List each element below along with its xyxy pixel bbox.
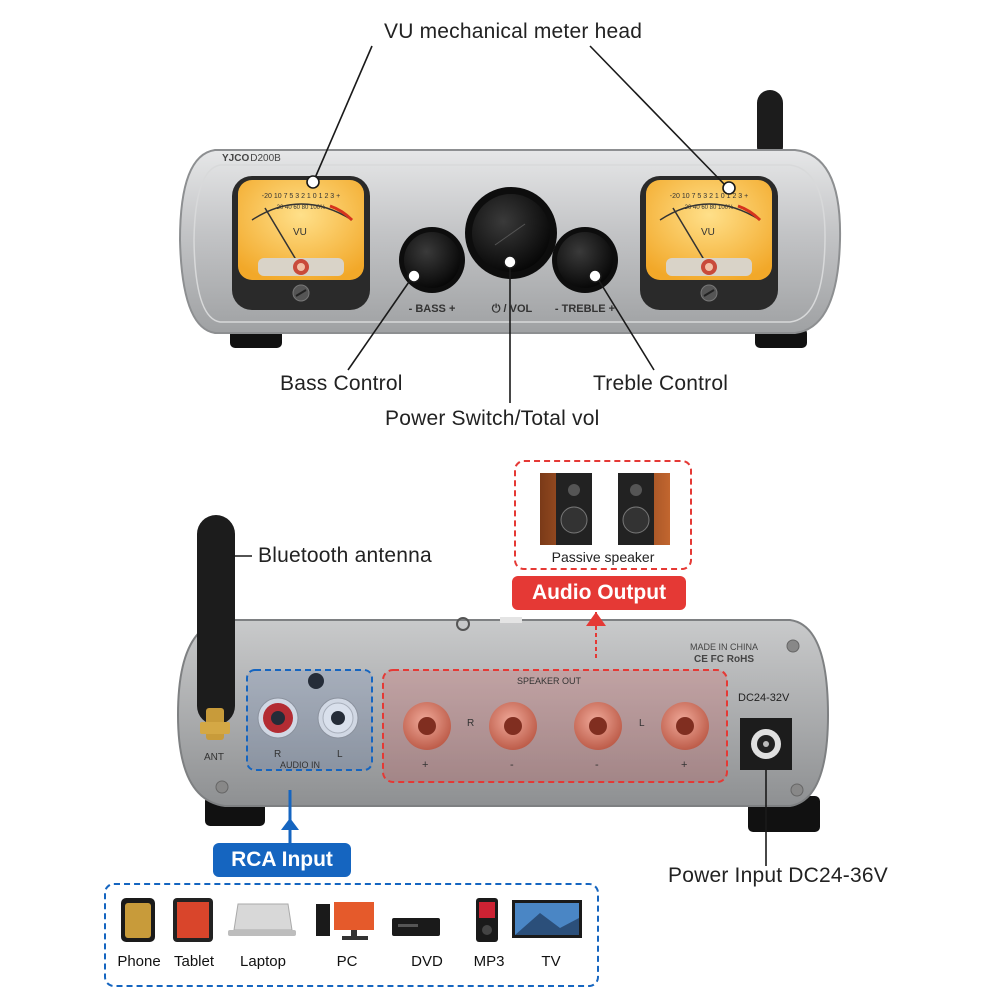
power-input-callout: Power Input DC24-36V bbox=[668, 864, 888, 887]
audio-in-label: AUDIO IN bbox=[280, 760, 321, 770]
spk-plus-right: + bbox=[681, 759, 688, 771]
device-label-dvd: DVD bbox=[411, 953, 443, 970]
rca-l-label: L bbox=[337, 749, 343, 760]
volume-knob bbox=[465, 187, 557, 279]
right-meter-vu: VU bbox=[701, 227, 715, 238]
audio-output-tag: Audio Output bbox=[512, 576, 686, 610]
device-label-laptop: Laptop bbox=[240, 953, 286, 970]
laptop-icon bbox=[228, 903, 296, 936]
passive-speaker-box bbox=[514, 460, 692, 570]
brand-logo: YJCOD200B bbox=[222, 153, 281, 164]
rear-antenna bbox=[197, 515, 235, 740]
left-meter-scale: -20 10 7 5 3 2 1 0 1 2 3 + bbox=[261, 193, 341, 200]
speaker-posts bbox=[403, 702, 709, 750]
dc-rating-label: DC24-32V bbox=[738, 692, 790, 704]
right-meter-scale: -20 10 7 5 3 2 1 0 1 2 3 + bbox=[669, 193, 749, 200]
left-vu-meter bbox=[232, 176, 370, 310]
rca-arrow bbox=[281, 790, 299, 845]
tv-icon bbox=[512, 900, 582, 938]
left-meter-vu: VU bbox=[293, 227, 307, 238]
rear-callout-lines bbox=[232, 555, 767, 866]
bluetooth-antenna-callout: Bluetooth antenna bbox=[258, 544, 432, 567]
spk-minus-left: - bbox=[510, 759, 514, 771]
vol-panel-label: ⏻ / VOL bbox=[491, 303, 533, 315]
front-callout-lines bbox=[306, 45, 736, 403]
device-label-tv: TV bbox=[541, 953, 561, 970]
passive-speakers bbox=[540, 473, 670, 545]
pc-icon bbox=[316, 902, 374, 940]
spk-r-label: R bbox=[467, 718, 475, 729]
dc-power-jack bbox=[740, 718, 792, 770]
treble-knob bbox=[552, 227, 618, 293]
made-in-label: MADE IN CHINA bbox=[690, 642, 759, 652]
source-devices-box bbox=[104, 883, 599, 987]
treble-panel-label: - TREBLE + bbox=[554, 303, 616, 315]
cert-label: CE FC RoHS bbox=[694, 654, 754, 665]
front-antenna bbox=[757, 90, 783, 160]
bass-panel-label: - BASS + bbox=[408, 303, 456, 315]
right-meter-pct: 20 40 60 80 100% bbox=[684, 205, 734, 211]
passive-speaker-caption: Passive speaker bbox=[551, 549, 655, 565]
device-label-mp3: MP3 bbox=[473, 953, 505, 970]
left-meter-pct: 20 40 60 80 100% bbox=[276, 205, 326, 211]
speaker-out-label: SPEAKER OUT bbox=[517, 676, 582, 686]
bass-control-callout: Bass Control bbox=[280, 372, 403, 395]
device-label-pc: PC bbox=[336, 953, 358, 970]
spk-l-label: L bbox=[639, 718, 645, 729]
output-arrow bbox=[586, 612, 606, 660]
power-switch-callout: Power Switch/Total vol bbox=[385, 407, 600, 430]
tablet-icon bbox=[173, 898, 213, 942]
treble-control-callout: Treble Control bbox=[593, 372, 729, 395]
spk-minus-right: - bbox=[595, 759, 599, 771]
vu-meter-callout: VU mechanical meter head bbox=[384, 20, 643, 43]
right-vu-meter bbox=[640, 176, 778, 310]
dvd-icon bbox=[392, 918, 440, 936]
spk-plus-left: + bbox=[422, 759, 429, 771]
rca-r-label: R bbox=[274, 749, 282, 760]
rca-input-tag: RCA Input bbox=[213, 843, 351, 877]
ant-label: ANT bbox=[204, 752, 224, 763]
mp3-icon bbox=[476, 898, 498, 942]
phone-icon bbox=[121, 898, 155, 942]
device-label-tablet: Tablet bbox=[173, 953, 215, 970]
rca-jacks bbox=[257, 673, 359, 739]
device-label-phone: Phone bbox=[117, 953, 161, 970]
